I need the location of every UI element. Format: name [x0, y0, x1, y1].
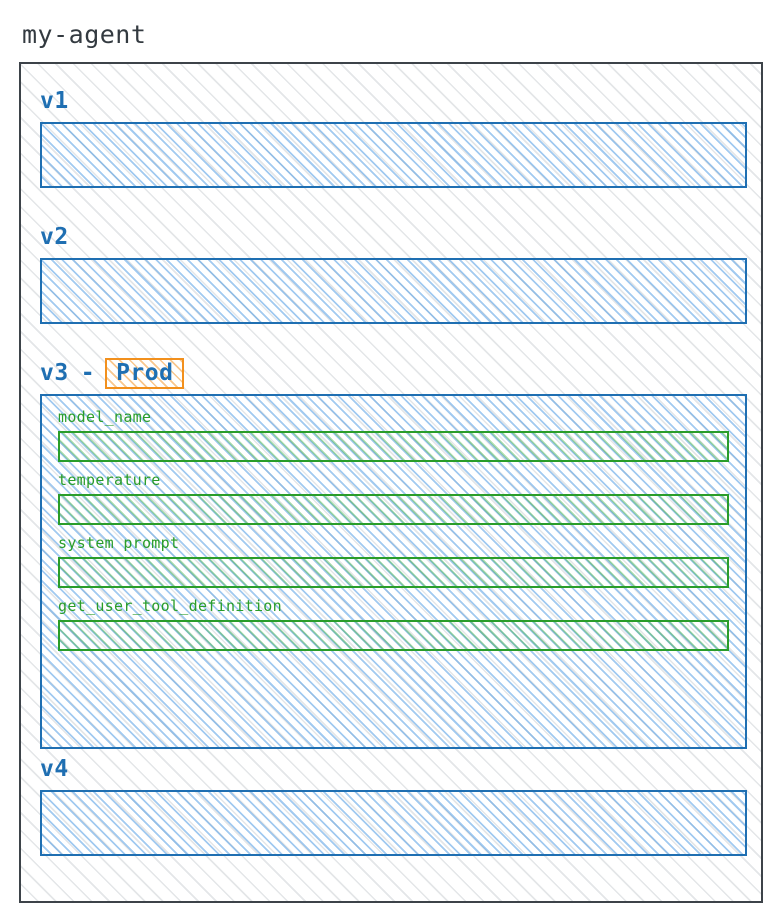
version-name-v2: v2	[40, 224, 69, 250]
version-group-v3[interactable]: v3 - Prod model_name temperature system …	[40, 357, 747, 749]
version-box-v3[interactable]: model_name temperature system prompt get…	[40, 394, 747, 749]
field-block-model-name: model_name	[58, 408, 729, 462]
field-label-model-name: model_name	[58, 408, 152, 426]
field-input-system-prompt[interactable]	[58, 557, 729, 588]
version-box-v4[interactable]	[40, 790, 747, 856]
field-input-model-name[interactable]	[58, 431, 729, 462]
field-block-get-user-tool-definition: get_user_tool_definition	[58, 597, 729, 651]
version-box-v2[interactable]	[40, 258, 747, 324]
version-group-v2[interactable]: v2	[40, 222, 747, 324]
version-group-v1[interactable]: v1	[40, 86, 747, 188]
version-label-v4: v4	[40, 754, 747, 784]
field-input-get-user-tool-definition[interactable]	[58, 620, 729, 651]
agent-container: v1 v2 v3 - Prod model_name	[19, 62, 763, 903]
field-block-temperature: temperature	[58, 471, 729, 525]
version-name-v3: v3	[40, 360, 69, 386]
version-label-v3: v3 - Prod	[40, 357, 747, 389]
version-group-v4[interactable]: v4	[40, 754, 747, 856]
field-block-system-prompt: system prompt	[58, 534, 729, 588]
status-badge-prod[interactable]: Prod	[105, 357, 185, 389]
version-name-v1: v1	[40, 88, 69, 114]
field-input-temperature[interactable]	[58, 494, 729, 525]
page-title: my-agent	[22, 20, 147, 49]
label-separator: -	[80, 360, 96, 386]
version-label-v1: v1	[40, 86, 747, 116]
version-name-v4: v4	[40, 756, 69, 782]
version-box-v1[interactable]	[40, 122, 747, 188]
field-label-temperature: temperature	[58, 471, 161, 489]
field-label-system-prompt: system prompt	[58, 534, 180, 552]
field-label-get-user-tool-definition: get_user_tool_definition	[58, 597, 282, 615]
version-label-v2: v2	[40, 222, 747, 252]
